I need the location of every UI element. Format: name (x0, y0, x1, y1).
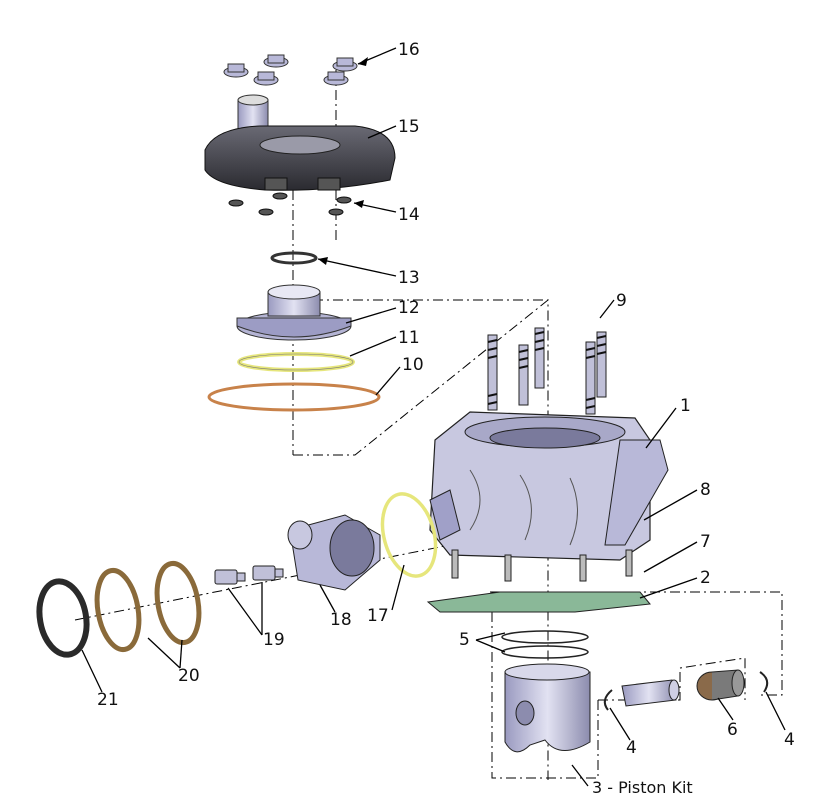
copper-o-ring (207, 382, 381, 412)
base-gasket (426, 591, 651, 613)
exhaust-o-ring (380, 492, 438, 578)
exhaust-copper-rings (94, 560, 202, 653)
callout-18: 18 (330, 610, 352, 630)
cylinder-block (429, 411, 669, 582)
callout-10: 10 (402, 355, 424, 375)
piston (504, 663, 591, 753)
callout-1: 1 (680, 396, 691, 416)
leader-lines (81, 47, 786, 787)
callout-4-left: 4 (626, 738, 637, 758)
callout-16: 16 (398, 40, 420, 60)
cylinder-studs (487, 327, 607, 415)
needle-bearing (696, 669, 745, 701)
exhaust-seal-ring (36, 578, 90, 658)
piston-rings (501, 630, 589, 659)
leader-arrowheads (318, 57, 368, 265)
callout-15: 15 (398, 117, 420, 137)
head-cover (204, 94, 396, 191)
callout-2: 2 (700, 568, 711, 588)
exhaust-flange (287, 514, 381, 591)
small-o-ring (270, 251, 318, 265)
callout-9: 9 (616, 291, 627, 311)
callout-4-right: 4 (784, 730, 795, 750)
callout-8: 8 (700, 480, 711, 500)
flange-bolts (214, 565, 284, 585)
piston-pin (621, 679, 680, 707)
callout-13: 13 (398, 268, 420, 288)
callout-3-piston-kit: 3 - Piston Kit (592, 778, 693, 797)
flange-nuts (223, 54, 358, 86)
callout-5: 5 (459, 630, 470, 650)
o-ring-washers (228, 192, 352, 216)
callout-21: 21 (97, 690, 119, 710)
callout-12: 12 (398, 298, 420, 318)
head-insert (236, 284, 352, 341)
callout-14: 14 (398, 205, 420, 225)
callout-17: 17 (367, 606, 389, 626)
callout-20: 20 (178, 666, 200, 686)
callout-19: 19 (263, 630, 285, 650)
piston-pin-clips (603, 671, 769, 711)
callout-7: 7 (700, 532, 711, 552)
callout-6: 6 (727, 720, 738, 740)
callout-11: 11 (398, 328, 420, 348)
